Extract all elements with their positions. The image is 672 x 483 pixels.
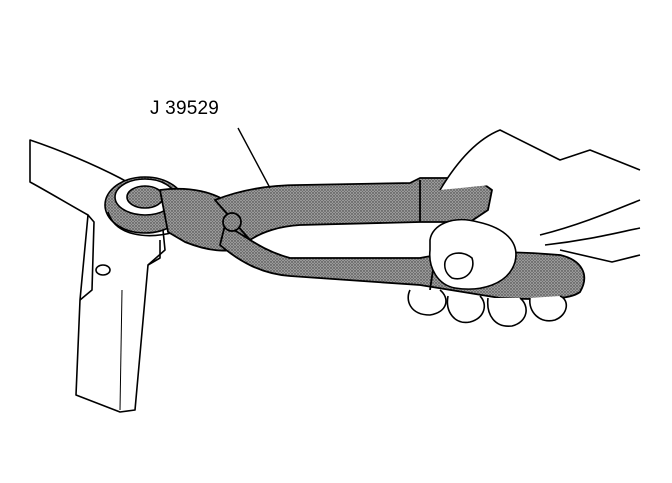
hand <box>407 129 641 327</box>
callout-leader <box>237 127 271 189</box>
tool-number-label: J 39529 <box>150 98 220 119</box>
pliers-tool <box>159 177 586 300</box>
